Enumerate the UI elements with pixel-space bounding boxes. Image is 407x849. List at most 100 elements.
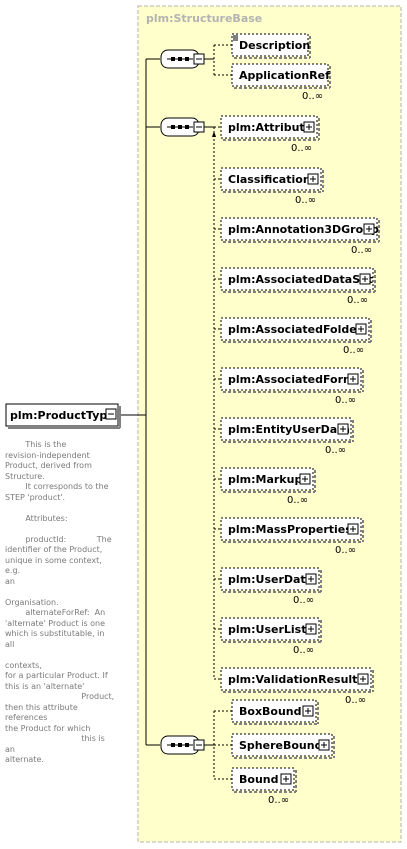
expand-icon[interactable]: [303, 121, 315, 133]
root-label: plm:ProductType: [10, 409, 115, 422]
schema-element[interactable]: BoxBound: [231, 699, 319, 725]
expand-icon[interactable]: [305, 623, 317, 635]
schema-element[interactable]: plm:Markup 0..∞: [220, 467, 316, 506]
element-box: [231, 63, 329, 87]
collapse-icon[interactable]: [193, 53, 205, 65]
compositor-dot: [185, 57, 189, 61]
element-label: plm:MassProperties: [228, 523, 352, 536]
expand-icon[interactable]: [347, 523, 359, 535]
schema-element[interactable]: plm:AssociatedFolder 0..∞: [220, 317, 372, 356]
arrow-head: [212, 131, 216, 137]
schema-element[interactable]: ApplicationRef 0..∞: [231, 63, 331, 102]
expand-icon[interactable]: [363, 223, 375, 235]
collapse-icon[interactable]: [105, 408, 117, 420]
cardinality-label: 0..∞: [293, 645, 314, 656]
schema-element[interactable]: plm:Attribute 0..∞: [220, 115, 320, 154]
element-box: [220, 367, 362, 391]
sequence-compositor[interactable]: [160, 735, 205, 755]
documentation-text: This is the revision-independent Product…: [5, 440, 115, 764]
cardinality-label: 0..∞: [335, 395, 356, 406]
expand-icon[interactable]: [337, 423, 349, 435]
cardinality-label: 0..∞: [335, 545, 356, 556]
schema-element[interactable]: plm:AssociatedForm 0..∞: [220, 367, 364, 406]
schema-element[interactable]: SphereBound: [231, 733, 335, 759]
expand-icon[interactable]: [359, 273, 371, 285]
element-label: BoxBound: [239, 705, 302, 718]
element-label: plm:AssociatedDataSet: [228, 273, 373, 286]
cardinality-label: 0..∞: [347, 295, 368, 306]
element-label: plm:UserData: [228, 573, 313, 586]
element-box: [220, 115, 318, 139]
expand-icon[interactable]: [280, 773, 292, 785]
compositor-dot: [178, 743, 182, 747]
cardinality-label: 0..∞: [302, 91, 323, 102]
element-box: [220, 167, 322, 191]
element-label: plm:EntityUserData: [228, 423, 350, 436]
element-box: [220, 217, 378, 241]
element-label: plm:Markup: [228, 473, 302, 486]
element-boxes: DescriptionApplicationRef0..∞plm:Attribu…: [220, 33, 380, 806]
expand-icon[interactable]: [302, 705, 314, 717]
compositor-dot: [171, 743, 175, 747]
compositor-dot: [185, 125, 189, 129]
connector-lines: [120, 44, 232, 780]
element-label: Description: [239, 39, 310, 52]
compositor-dot: [171, 125, 175, 129]
schema-element[interactable]: Bound 0..∞: [231, 767, 297, 806]
collapse-icon[interactable]: [193, 739, 205, 751]
element-label: plm:AssociatedFolder: [228, 323, 363, 336]
element-label: plm:UserList: [228, 623, 306, 636]
element-label: plm:Annotation3DGroup: [228, 223, 379, 236]
cardinality-label: 0..∞: [343, 345, 364, 356]
cardinality-label: 0..∞: [291, 143, 312, 154]
element-label: plm:AssociatedForm: [228, 373, 355, 386]
element-label: ApplicationRef: [239, 69, 330, 82]
element-box: [220, 467, 314, 491]
element-box: [220, 617, 320, 641]
compositor-dot: [185, 743, 189, 747]
sequence-compositor[interactable]: [160, 49, 205, 69]
expand-icon[interactable]: [299, 473, 311, 485]
expand-icon[interactable]: [355, 323, 367, 335]
cardinality-label: 0..∞: [325, 445, 346, 456]
schema-element[interactable]: plm:Annotation3DGroup 0..∞: [220, 217, 380, 256]
root-box[interactable]: [5, 403, 119, 427]
expand-icon[interactable]: [347, 373, 359, 385]
schema-element[interactable]: Classification 0..∞: [220, 167, 324, 206]
element-label: SphereBound: [239, 739, 322, 752]
schema-element[interactable]: plm:MassProperties 0..∞: [220, 517, 364, 556]
element-box: [220, 317, 370, 341]
compositor-dot: [178, 125, 182, 129]
element-box: [231, 767, 295, 791]
schema-element[interactable]: plm:EntityUserData 0..∞: [220, 417, 354, 456]
schema-element[interactable]: plm:AssociatedDataSet 0..∞: [220, 267, 376, 306]
schema-element[interactable]: Description: [231, 33, 311, 59]
compositor-dot: [178, 57, 182, 61]
element-box: [231, 33, 309, 57]
expand-icon[interactable]: [318, 739, 330, 751]
collapse-icon[interactable]: [193, 121, 205, 133]
cardinality-label: 0..∞: [295, 195, 316, 206]
documentation-icon: [233, 35, 238, 41]
element-box: [220, 267, 374, 291]
expand-icon[interactable]: [307, 173, 319, 185]
schema-element[interactable]: plm:UserList 0..∞: [220, 617, 322, 656]
element-label: plm:ValidationResults: [228, 673, 364, 686]
sequence-compositor[interactable]: [160, 117, 205, 137]
element-label: Bound: [239, 773, 278, 786]
cardinality-label: 0..∞: [268, 795, 289, 806]
element-box: [231, 733, 333, 757]
element-label: Classification: [228, 173, 311, 186]
expand-icon[interactable]: [357, 673, 369, 685]
cardinality-label: 0..∞: [287, 495, 308, 506]
expand-icon[interactable]: [305, 573, 317, 585]
root-element[interactable]: plm:ProductType: [5, 403, 121, 429]
element-label: plm:Attribute: [228, 121, 312, 134]
element-box: [220, 517, 362, 541]
element-box: [220, 417, 352, 441]
cardinality-label: 0..∞: [351, 245, 372, 256]
element-box: [231, 699, 317, 723]
